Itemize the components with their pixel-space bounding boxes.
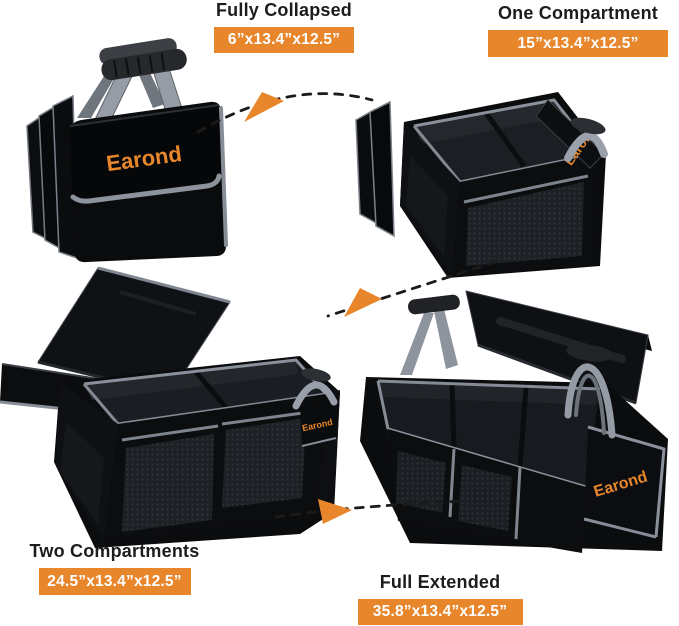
folded-panels: [355, 100, 395, 238]
box-body: [54, 356, 340, 548]
product-image-full-extended: Earond: [360, 290, 668, 553]
stage-label-two-compartments: Two Compartments 24.5”x13.4”x12.5”: [22, 541, 207, 595]
stage-label-one-compartment: One Compartment 15”x13.4”x12.5”: [488, 3, 668, 57]
stage-title: Fully Collapsed: [215, 0, 353, 20]
left-handle: [400, 294, 460, 375]
side-handle: [564, 117, 608, 162]
dimension-badge: 35.8”x13.4”x12.5”: [357, 599, 523, 625]
side-handle: [292, 368, 338, 410]
stage-label-full-extended: Full Extended 35.8”x13.4”x12.5”: [357, 572, 523, 625]
dimension-badge: 6”x13.4”x12.5”: [214, 27, 354, 53]
right-handle: [564, 344, 616, 439]
product-image-fully-collapsed: Earond: [26, 38, 228, 263]
handle-grip: [101, 48, 187, 81]
stage-title: Two Compartments: [29, 541, 200, 561]
end-flap: [300, 396, 338, 447]
stage-label-fully-collapsed: Fully Collapsed 6”x13.4”x12.5”: [193, 0, 375, 53]
stage-title: One Compartment: [497, 3, 659, 23]
bag-body: [69, 101, 228, 263]
stage-title: Full Extended: [379, 572, 501, 592]
dimension-badge: 15”x13.4”x12.5”: [488, 30, 668, 57]
box-body: [400, 92, 606, 278]
product-image-two-compartments: Earond: [0, 266, 340, 548]
folded-panels: [26, 94, 78, 260]
product-image-one-compartment: Earond: [355, 92, 608, 278]
dimension-badge: 24.5”x13.4”x12.5”: [38, 568, 191, 595]
